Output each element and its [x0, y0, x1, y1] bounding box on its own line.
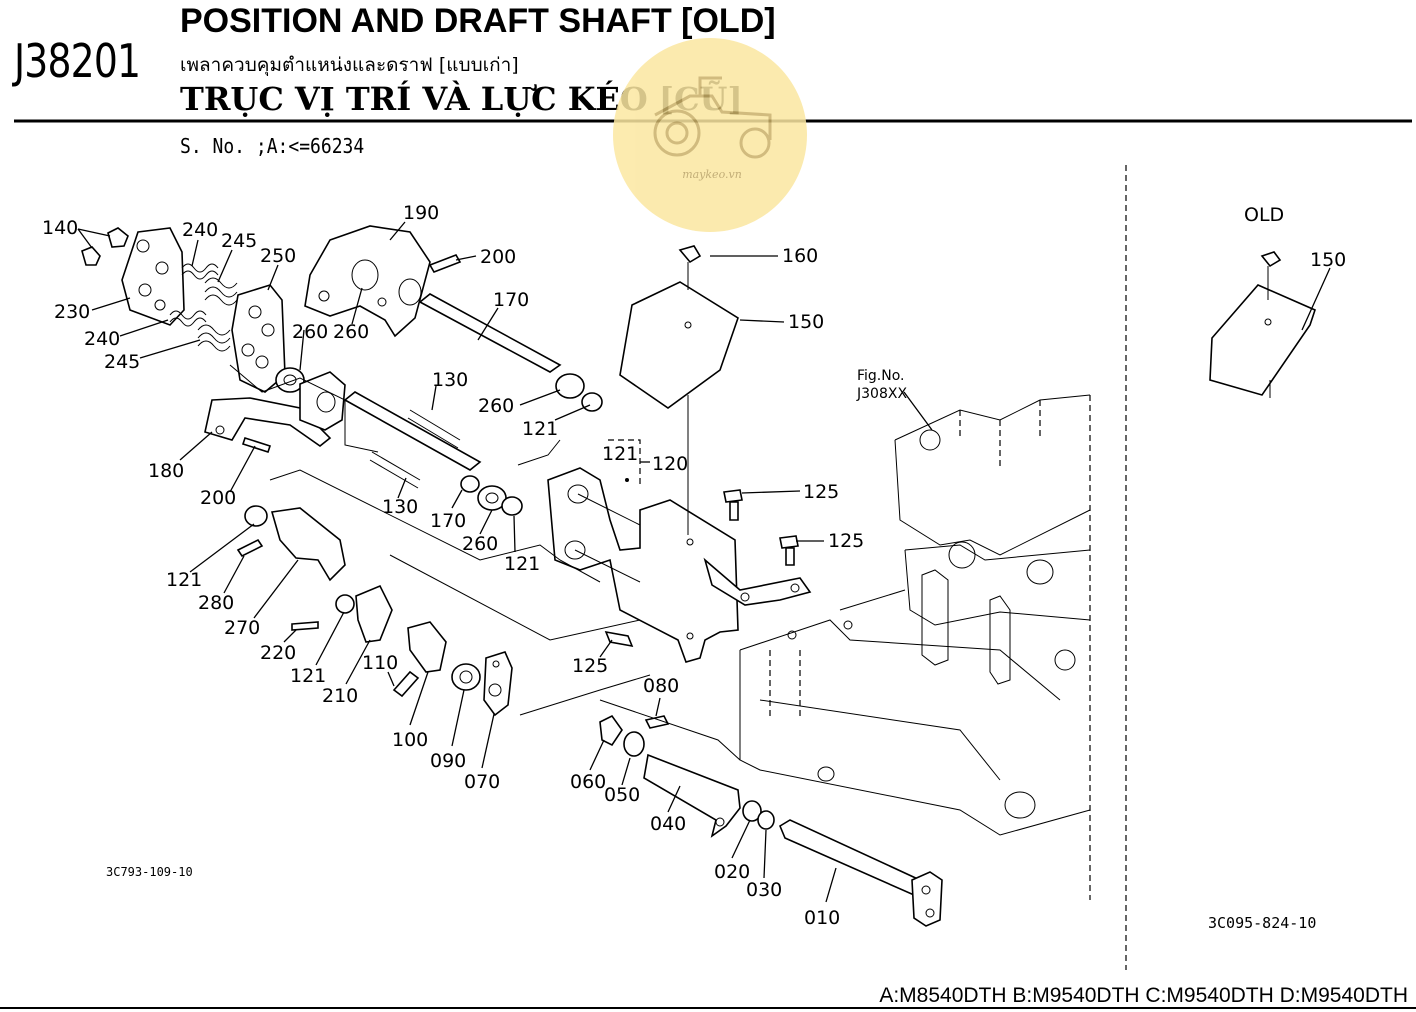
label-245: 245 [104, 351, 140, 373]
label-260: 260 [462, 533, 498, 555]
leader-lines [77, 221, 1331, 903]
label-125: 125 [572, 655, 608, 677]
shaft-040 [599, 714, 775, 838]
figure-reference-code: J308XX [856, 386, 907, 402]
lever-190 [304, 225, 603, 412]
label-070: 070 [464, 771, 500, 793]
label-160: 160 [782, 245, 818, 267]
label-230: 230 [54, 301, 90, 323]
spring-plate-group [81, 227, 305, 393]
label-140: 140 [42, 217, 78, 239]
label-020: 020 [714, 861, 750, 883]
label-120: 120 [652, 453, 688, 475]
cover-150 [619, 245, 739, 535]
label-260: 260 [333, 321, 369, 343]
label-210: 210 [322, 685, 358, 707]
title-thai: เพลาควบคุมตำแหน่งและดราฟ [แบบเก่า] [180, 54, 519, 76]
draft-arm-group [299, 371, 523, 516]
label-130: 130 [432, 369, 468, 391]
transmission-housing [739, 394, 1091, 900]
title-english: POSITION AND DRAFT SHAFT [OLD] [180, 2, 776, 40]
label-121: 121 [290, 665, 326, 687]
label-130: 130 [382, 496, 418, 518]
serial-number: S. No. ;A:<=66234 [180, 134, 365, 158]
label-030: 030 [746, 879, 782, 901]
label-121: 121 [504, 553, 540, 575]
label-220: 220 [260, 642, 296, 664]
label-121: 121 [522, 418, 558, 440]
label-200: 200 [480, 246, 516, 268]
label-060: 060 [570, 771, 606, 793]
label-040: 040 [650, 813, 686, 835]
label-240: 240 [182, 219, 218, 241]
watermark-logo: maykeo.vn [613, 38, 807, 232]
bracket-120 [547, 439, 812, 663]
label-180: 180 [148, 460, 184, 482]
lower-arm-group [236, 505, 513, 717]
label-150: 150 [788, 311, 824, 333]
label-170: 170 [430, 510, 466, 532]
part-labels: 140 240 245 250 190 200 230 240 245 260 … [42, 202, 1346, 929]
label-280: 280 [198, 592, 234, 614]
label-260: 260 [478, 395, 514, 417]
label-121: 121 [602, 443, 638, 465]
lever-180 [204, 397, 332, 454]
shaft-010 [778, 819, 943, 927]
label-121: 121 [166, 569, 202, 591]
drawing-code-right: 3C095-824-10 [1208, 914, 1316, 932]
label-240: 240 [84, 328, 120, 350]
label-050: 050 [604, 784, 640, 806]
label-245: 245 [221, 230, 257, 252]
label-260: 260 [292, 321, 328, 343]
watermark-text: maykeo.vn [682, 168, 742, 181]
label-100: 100 [392, 729, 428, 751]
label-270: 270 [224, 617, 260, 639]
model-list: A:M8540DTH B:M9540DTH C:M9540DTH D:M9540… [879, 984, 1408, 1007]
label-150-old: 150 [1310, 249, 1346, 271]
figure-reference-label: Fig.No. [857, 368, 905, 384]
part-code: J38201 [14, 34, 141, 88]
label-090: 090 [430, 750, 466, 772]
label-110: 110 [362, 652, 398, 674]
label-125: 125 [803, 481, 839, 503]
old-variant-label: OLD [1244, 204, 1284, 226]
label-080: 080 [643, 675, 679, 697]
drawing-code-left: 3C793-109-10 [106, 865, 193, 879]
assembly-lines [229, 364, 741, 761]
label-250: 250 [260, 245, 296, 267]
label-010: 010 [804, 907, 840, 929]
bolts-125 [723, 489, 799, 566]
old-cover-150 [1209, 251, 1316, 398]
label-170: 170 [493, 289, 529, 311]
label-125: 125 [828, 530, 864, 552]
label-190: 190 [403, 202, 439, 224]
label-200: 200 [200, 487, 236, 509]
